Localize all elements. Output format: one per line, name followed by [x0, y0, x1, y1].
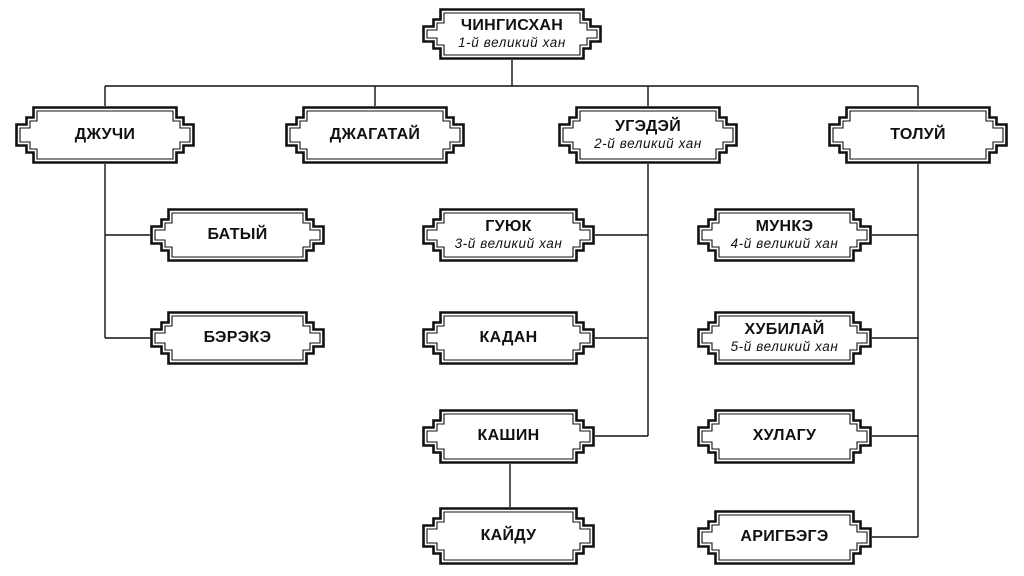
node-name: БЭРЭКЭ [203, 328, 272, 346]
node-name: ХУБИЛАЙ [744, 321, 825, 339]
node-name: ЧИНГИСХАН [460, 17, 564, 35]
node-ogedei: УГЭДЭЙ 2-й великий хан [558, 106, 738, 164]
ornamental-frame [697, 510, 872, 565]
ornamental-frame [422, 208, 595, 262]
node-name: ТОЛУЙ [890, 125, 946, 143]
node-kashin: КАШИН [422, 409, 595, 464]
ornamental-frame [15, 106, 195, 164]
node-title: 4-й великий хан [730, 236, 839, 252]
node-name: УГЭДЭЙ [614, 118, 682, 136]
node-kaidu: КАЙДУ [422, 507, 595, 565]
ornamental-frame [697, 311, 872, 365]
ornamental-frame [285, 106, 465, 164]
node-guyuk: ГУЮК 3-й великий хан [422, 208, 595, 262]
node-mongke: МУНКЭ 4-й великий хан [697, 208, 872, 262]
ornamental-frame [828, 106, 1008, 164]
node-name: МУНКЭ [755, 218, 814, 236]
node-ariqboke: АРИГБЭГЭ [697, 510, 872, 565]
node-name: ДЖАГАТАЙ [329, 125, 421, 143]
node-name: БАТЫЙ [207, 225, 268, 243]
node-name: КАДАН [479, 328, 538, 346]
node-name: АРИГБЭГЭ [740, 528, 829, 546]
node-tolui: ТОЛУЙ [828, 106, 1008, 164]
node-chagatai: ДЖАГАТАЙ [285, 106, 465, 164]
node-name: КАЙДУ [480, 526, 537, 544]
ornamental-frame [422, 8, 602, 60]
node-name: ДЖУЧИ [74, 125, 136, 143]
node-hulagu: ХУЛАГУ [697, 409, 872, 464]
node-title: 2-й великий хан [594, 136, 702, 152]
node-berke: БЭРЭКЭ [150, 311, 325, 365]
node-kadan: КАДАН [422, 311, 595, 365]
node-jochi: ДЖУЧИ [15, 106, 195, 164]
node-title: 5-й великий хан [730, 339, 839, 355]
ornamental-frame [150, 208, 325, 262]
ornamental-frame [422, 507, 595, 565]
node-title: 1-й великий хан [458, 35, 566, 51]
ornamental-frame [558, 106, 738, 164]
ornamental-frame [422, 311, 595, 365]
node-kublai: ХУБИЛАЙ 5-й великий хан [697, 311, 872, 365]
node-name: ХУЛАГУ [752, 427, 817, 445]
node-genghis-khan: ЧИНГИСХАН 1-й великий хан [422, 8, 602, 60]
node-batu: БАТЫЙ [150, 208, 325, 262]
ornamental-frame [697, 208, 872, 262]
node-name: ГУЮК [485, 218, 532, 236]
ornamental-frame [422, 409, 595, 464]
ornamental-frame [697, 409, 872, 464]
node-title: 3-й великий хан [454, 236, 563, 252]
ornamental-frame [150, 311, 325, 365]
node-name: КАШИН [477, 427, 540, 445]
